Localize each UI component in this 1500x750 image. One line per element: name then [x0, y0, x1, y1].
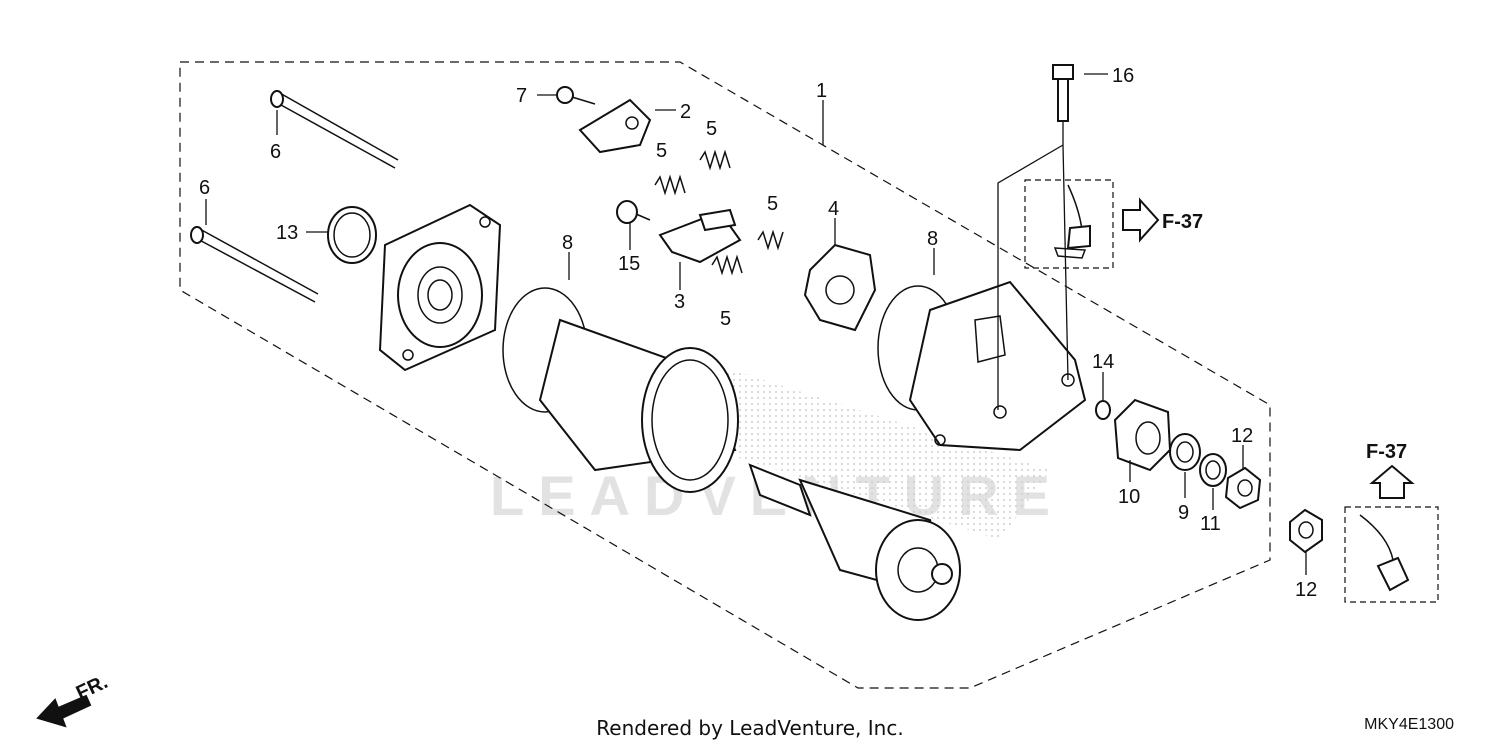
ref-arrow-lower	[1369, 464, 1415, 499]
snap-ring	[1095, 400, 1111, 420]
screw	[616, 200, 651, 224]
callout-8a: 8	[562, 232, 573, 254]
flange-nut-upper	[1224, 466, 1262, 510]
brush-spring-3	[757, 229, 784, 251]
callout-3: 3	[674, 291, 685, 313]
callout-9: 9	[1178, 502, 1189, 524]
ground-cable-ref-box	[1024, 179, 1114, 269]
o-ring	[327, 206, 377, 264]
callout-8b: 8	[927, 228, 938, 250]
through-bolt-lower	[190, 226, 319, 303]
motor-case	[502, 287, 739, 493]
mounting-bolt	[1052, 64, 1074, 145]
diagram-code: MKY4E1300	[1364, 716, 1454, 733]
callout-12a: 12	[1231, 425, 1253, 447]
terminal-bolt	[556, 86, 596, 105]
callout-2: 2	[680, 101, 691, 123]
callout-4: 4	[828, 198, 839, 220]
footer-credit: Rendered by LeadVenture, Inc.	[596, 716, 904, 740]
callout-5a: 5	[706, 118, 717, 140]
lower-ref-box	[1344, 506, 1439, 603]
callout-5b: 5	[656, 140, 667, 162]
damper-rubber	[803, 243, 877, 332]
callout-7: 7	[516, 85, 527, 107]
assembly-boundary	[179, 61, 1271, 689]
armature	[748, 463, 961, 621]
callout-6b: 6	[199, 177, 210, 199]
callouts: 1 2 3 4 5 5 5 5 6 6 7 8 8 9 10 11 12 12 …	[199, 65, 1317, 601]
one-way-clutch	[1113, 398, 1172, 472]
ref-label-main: F-37	[1162, 211, 1203, 233]
brush-spring-2	[654, 174, 686, 196]
rear-cover	[378, 203, 502, 372]
seal	[1169, 433, 1201, 471]
ref-label-lower: F-37	[1366, 441, 1407, 463]
brush-terminal	[578, 98, 652, 154]
callout-14: 14	[1092, 351, 1114, 373]
brush-holder	[658, 208, 742, 264]
callout-5d: 5	[720, 308, 731, 330]
washer	[1199, 453, 1227, 487]
brush-spring-1	[699, 149, 731, 171]
callout-1: 1	[816, 80, 827, 102]
flange-nut-lower	[1289, 508, 1323, 554]
callout-10: 10	[1118, 486, 1140, 508]
brush-spring-4	[711, 254, 743, 276]
callout-13: 13	[276, 222, 298, 244]
bolt-alignment-line	[997, 144, 1069, 410]
callout-5c: 5	[767, 193, 778, 215]
leader-lines	[205, 73, 1307, 575]
callout-11: 11	[1200, 513, 1221, 535]
callout-6a: 6	[270, 141, 281, 163]
callout-16: 16	[1112, 65, 1134, 87]
through-bolt-upper	[270, 90, 399, 169]
callout-12b: 12	[1295, 579, 1317, 601]
ref-arrow-main	[1122, 197, 1160, 243]
front-cover	[877, 280, 1087, 452]
callout-15: 15	[618, 253, 640, 275]
